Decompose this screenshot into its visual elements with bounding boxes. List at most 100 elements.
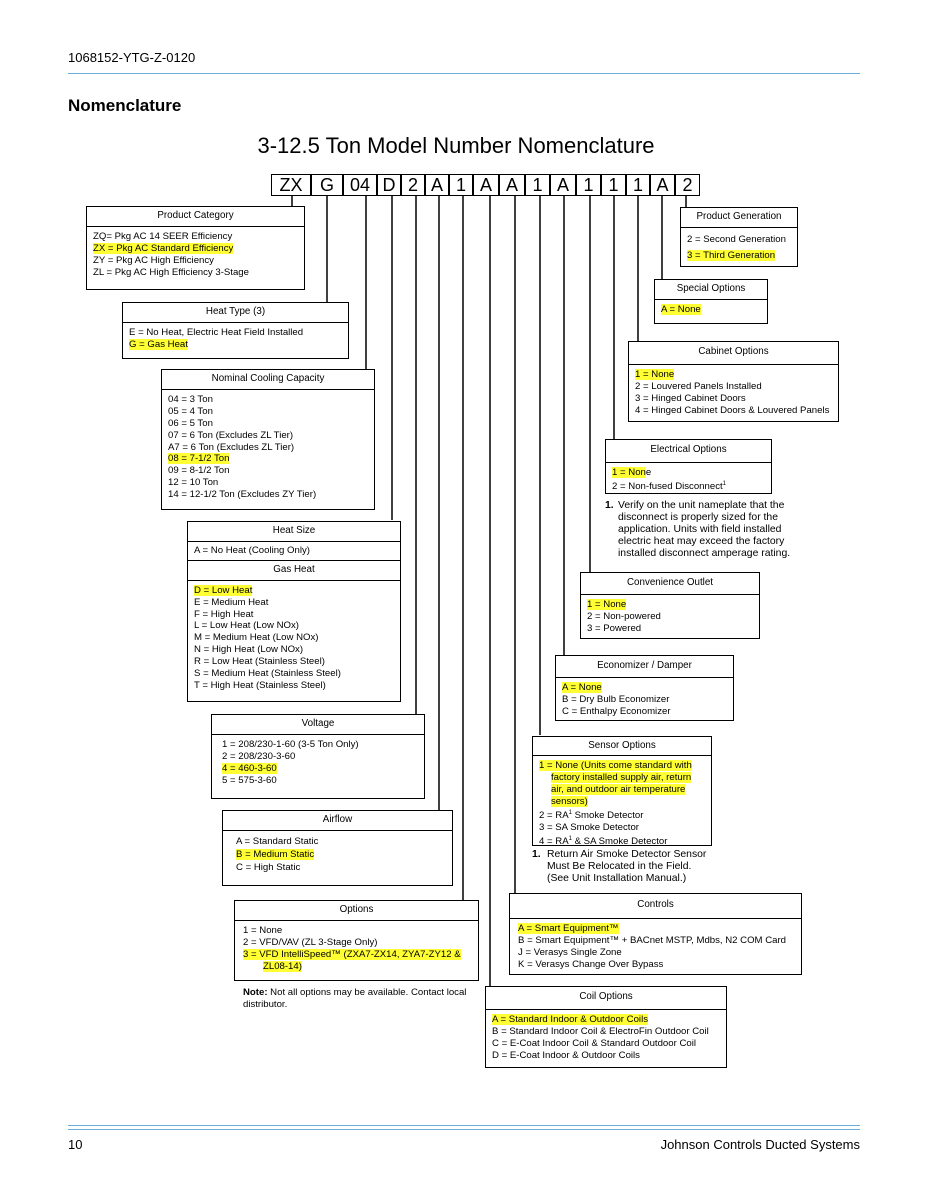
option-item: R = Low Heat (Stainless Steel) — [194, 656, 325, 668]
option-item: ZY = Pkg AC High Efficiency — [93, 254, 214, 266]
option-item-selected-continued: ZL08-14) — [263, 960, 302, 972]
sensor-options-options: 1 = None (Units come standard with facto… — [533, 756, 711, 851]
option-item: 05 = 4 Ton — [168, 405, 213, 417]
model-code-cell: D — [377, 174, 401, 196]
option-item: S = Medium Heat (Stainless Steel) — [194, 668, 341, 680]
page-number: 10 — [68, 1137, 83, 1152]
special-options-options: A = None — [655, 300, 767, 319]
option-item-selected-continued: factory installed supply air, return — [551, 771, 692, 783]
option-item: 2 = RA — [539, 809, 569, 821]
footer-rule-top — [68, 1125, 860, 1126]
model-code-cell: A — [473, 174, 499, 196]
option-item: E = Medium Heat — [194, 596, 269, 608]
box-title: Controls — [510, 894, 801, 919]
model-code-cell: ZX — [271, 174, 311, 196]
option-item: T = High Heat (Stainless Steel) — [194, 679, 326, 691]
footer-rule-bottom — [68, 1129, 860, 1130]
option-item: B = Dry Bulb Economizer — [562, 693, 670, 705]
sensor-footnote: 1. Return Air Smoke Detector Sensor Must… — [532, 849, 732, 885]
option-item-selected: 4 = 460-3-60 — [222, 762, 277, 774]
option-item: A = Standard Static — [236, 835, 319, 847]
option-item: J = Verasys Single Zone — [518, 946, 622, 958]
option-item: E = No Heat, Electric Heat Field Install… — [129, 326, 304, 338]
electrical-options-options: 1 = None 2 = Non-fused Disconnect1 — [606, 463, 771, 496]
option-item: 3 = SA Smoke Detector — [539, 821, 639, 833]
heat-type-options: E = No Heat, Electric Heat Field Install… — [123, 323, 348, 354]
voltage-box: Voltage 1 = 208/230-1-60 (3-5 Ton Only)2… — [211, 714, 425, 799]
option-item-selected: 3 = VFD IntelliSpeed™ (ZXA7-ZX14, ZYA7-Z… — [243, 948, 461, 960]
option-item: 07 = 6 Ton (Excludes ZL Tier) — [168, 429, 294, 441]
header-rule — [68, 73, 860, 74]
option-item: ZL = Pkg AC High Efficiency 3-Stage — [93, 266, 249, 278]
box-title: Economizer / Damper — [556, 656, 733, 678]
option-item-selected-continued: sensors) — [551, 795, 588, 807]
option-item: L = Low Heat (Low NOx) — [194, 620, 299, 632]
footnote-text: Verify on the unit nameplate that the di… — [618, 500, 791, 559]
section-title: Nomenclature — [68, 96, 182, 115]
box-title: Special Options — [655, 280, 767, 300]
box-title: Product Generation — [681, 208, 797, 228]
option-item-selected: A = Standard Indoor & Outdoor Coils — [492, 1013, 648, 1025]
sensor-options-box: Sensor Options 1 = None (Units come stan… — [532, 736, 712, 847]
box-title: Convenience Outlet — [581, 573, 759, 595]
model-code-cell: A — [650, 174, 675, 196]
note-text: Not all options may be available. Contac… — [243, 987, 467, 1010]
box-title: Coil Options — [486, 987, 726, 1010]
option-item: B = Standard Indoor Coil & ElectroFin Ou… — [492, 1025, 709, 1037]
option-item-selected: D = Low Heat — [194, 584, 253, 596]
option-item: 3 = Hinged Cabinet Doors — [635, 392, 746, 404]
option-item: 06 = 5 Ton — [168, 417, 213, 429]
footnote-ref: 1 — [722, 480, 726, 487]
option-item-selected: A = None — [562, 681, 602, 693]
option-item: 12 = 10 Ton — [168, 477, 219, 489]
model-code-cell: 1 — [576, 174, 601, 196]
box-title: Heat Type (3) — [123, 303, 348, 323]
model-code-cell: G — [311, 174, 343, 196]
box-title: Electrical Options — [606, 440, 771, 463]
footnote-ref: 1 — [568, 835, 572, 842]
option-item-selected: B = Medium Static — [236, 848, 315, 860]
option-item: 2 = Non-fused Disconnect — [612, 481, 723, 492]
options-note: Note: Not all options may be available. … — [243, 987, 473, 1010]
option-item: 1 = None — [243, 924, 283, 936]
option-item: 2 = VFD/VAV (ZL 3-Stage Only) — [243, 936, 378, 948]
option-item: 14 = 12-1/2 Ton (Excludes ZY Tier) — [168, 489, 317, 501]
option-item-selected: 3 = Third Generation — [687, 249, 776, 261]
option-item: 2 = Non-powered — [587, 610, 661, 622]
product-generation-box: Product Generation 2 = Second Generation… — [680, 207, 798, 267]
heat-size-options: A = No Heat (Cooling Only) — [188, 542, 400, 561]
gas-heat-title: Gas Heat — [188, 561, 400, 581]
option-item: 3 = Powered — [587, 622, 642, 634]
document-number: 1068152-YTG-Z-0120 — [68, 50, 196, 65]
model-code-cell: A — [550, 174, 576, 196]
option-item: A7 = 6 Ton (Excludes ZL Tier) — [168, 441, 295, 453]
option-item: M = Medium Heat (Low NOx) — [194, 632, 319, 644]
model-code-cell: A — [425, 174, 449, 196]
heat-type-box: Heat Type (3) E = No Heat, Electric Heat… — [122, 302, 349, 359]
option-item: C = E-Coat Indoor Coil & Standard Outdoo… — [492, 1037, 696, 1049]
box-title: Heat Size — [188, 522, 400, 542]
option-item-selected: 08 = 7-1/2 Ton — [168, 453, 230, 465]
option-item-rest: e — [645, 466, 652, 478]
option-item: D = E-Coat Indoor & Outdoor Coils — [492, 1049, 640, 1061]
option-item: F = High Heat — [194, 608, 254, 620]
model-code-cell: 1 — [601, 174, 626, 196]
option-item: 2 = Second Generation — [687, 233, 786, 245]
option-item-rest: & SA Smoke Detector — [571, 835, 668, 847]
options-options: 1 = None 2 = VFD/VAV (ZL 3-Stage Only) 3… — [235, 921, 478, 976]
option-item: 5 = 575-3-60 — [222, 774, 277, 786]
box-title: Airflow — [223, 811, 452, 831]
option-item-selected: 1 = None (Units come standard with — [539, 759, 692, 771]
option-item-selected-continued: air, and outdoor air temperature — [551, 783, 686, 795]
option-item-selected: 1 = None — [587, 598, 627, 610]
